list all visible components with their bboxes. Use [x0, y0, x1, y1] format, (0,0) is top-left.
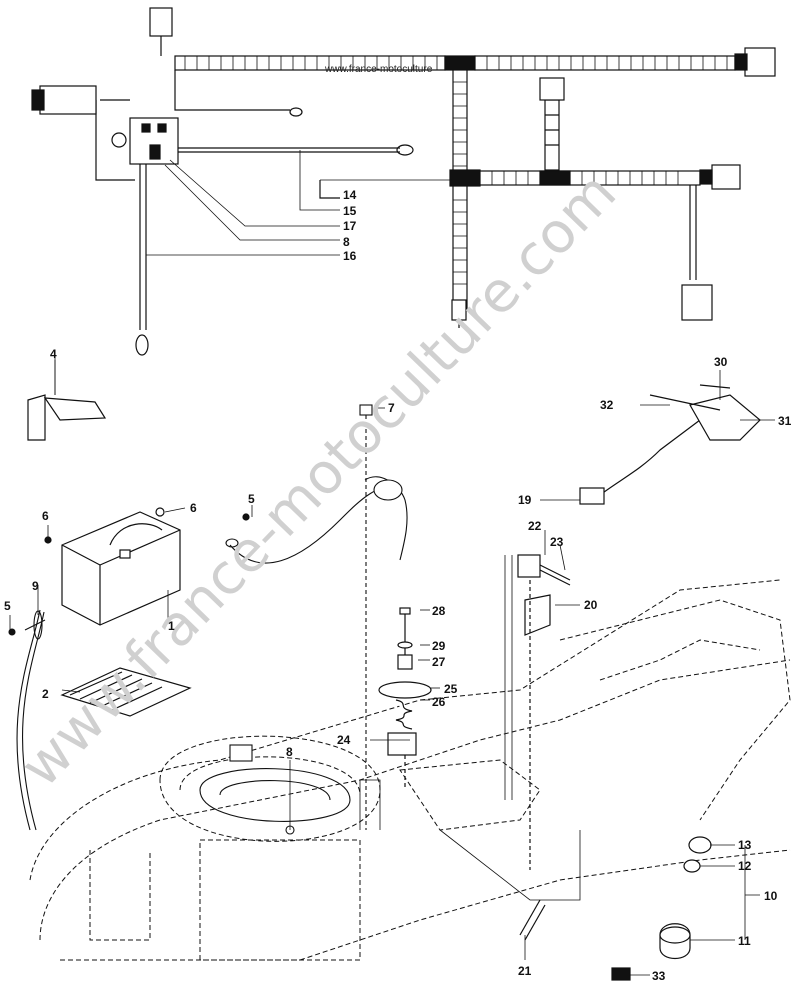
callout-label: 17: [343, 219, 357, 233]
callout-label: 11: [738, 934, 751, 948]
callout-label: 5: [248, 492, 255, 506]
callout-label: 4: [50, 347, 57, 361]
callout-label: 19: [518, 493, 532, 507]
callout-label: 23: [550, 535, 564, 549]
bracket-part-4: [27, 360, 107, 441]
battery-part-1: [44, 507, 250, 626]
callout-label: 14: [343, 188, 357, 202]
pad-part-2: [60, 667, 192, 717]
callout-label: 22: [528, 519, 542, 533]
callout-label: 6: [42, 509, 49, 523]
callout-label: 25: [444, 682, 458, 696]
watermark-main-text: www.france-motoculture.com: [8, 160, 629, 799]
sensor-harness-right: [504, 384, 761, 870]
callout-label: 6: [190, 501, 197, 515]
bushing-parts: [439, 829, 712, 981]
callout-label: 16: [343, 249, 357, 263]
callout-label: 31: [778, 414, 792, 428]
callout-label: 5: [4, 599, 11, 613]
callout-numbers: 1 2 4 5 5 6 6 7 8 8 9 10 11 12 13 14 15 …: [4, 188, 792, 983]
callout-label: 12: [738, 859, 752, 873]
callout-label: 28: [432, 604, 446, 618]
callout-label: 27: [432, 655, 446, 669]
callout-label: 33: [652, 969, 666, 983]
callout-label: 24: [337, 733, 351, 747]
watermark-small-text: www.france-motoculture: [324, 64, 433, 75]
callout-label: 30: [714, 355, 728, 369]
callout-label: 2: [42, 687, 49, 701]
wiring-harness: [31, 7, 776, 356]
callout-label: 21: [518, 964, 532, 978]
callout-label: 15: [343, 204, 357, 218]
callout-label: 26: [432, 695, 446, 709]
callout-label: 1: [168, 619, 175, 633]
callout-label: 8: [286, 745, 293, 759]
plunger-switch-assembly: [378, 607, 432, 790]
callout-label: 9: [32, 579, 39, 593]
callout-label: 32: [600, 398, 614, 412]
callout-label: 20: [584, 598, 598, 612]
callout-label: 8: [343, 235, 350, 249]
cable-part-7: [359, 404, 408, 830]
callout-label: 10: [764, 889, 778, 903]
callout-label: 7: [388, 401, 395, 415]
callout-label: 13: [738, 838, 752, 852]
callout-label: 29: [432, 639, 446, 653]
callout-leaders: [9, 358, 775, 976]
